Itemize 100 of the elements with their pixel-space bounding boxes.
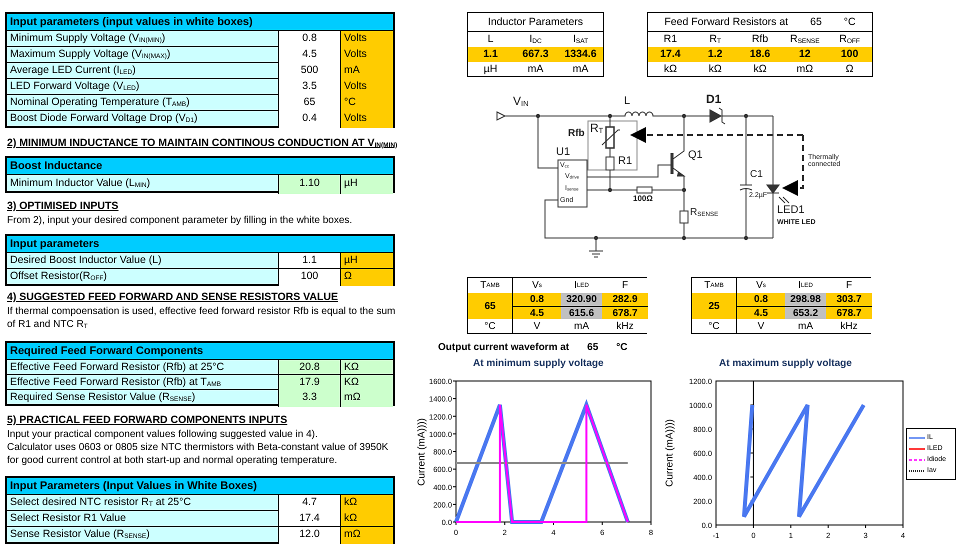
chart-heading: Output current waveform at xyxy=(438,342,570,353)
input-value: 1.1 xyxy=(278,253,341,268)
unit-label: KΩ xyxy=(341,360,393,374)
chart-title: At minimum supply voltage xyxy=(473,358,604,369)
result-value: 0.8 xyxy=(513,293,561,306)
unit-label: kΩ xyxy=(662,62,678,76)
unit-label: kΩ xyxy=(708,62,723,76)
section-heading: 4) SUGGESTED FEED FORWARD AND SENSE RESISTORS VALUE xyxy=(7,291,338,303)
result-value: 653.2 xyxy=(785,306,826,319)
parameter-label: Select Resistor R1 Value xyxy=(9,511,127,526)
result-value: 303.7 xyxy=(826,293,872,306)
parameter-label: Nominal Operating Temperature (T$_{AMB}$) xyxy=(9,95,191,110)
column-header: I$_{DC}$ xyxy=(528,32,543,47)
unit-label: °C xyxy=(341,95,393,112)
component-label: Rfb xyxy=(568,129,585,139)
parameter-label: Effective Feed Forward Resistor (Rfb) at 25°C xyxy=(9,360,226,374)
table-header: Input parameters xyxy=(7,236,393,253)
temperature-value: 65 xyxy=(587,342,598,353)
input-value: 65 xyxy=(278,95,341,112)
table-title: Feed Forward Resistors at xyxy=(664,15,788,30)
input-value: 17.4 xyxy=(278,511,341,526)
column-header: Rfb xyxy=(750,32,770,47)
table-header: Boost Inductance xyxy=(7,158,393,175)
result-value: 0.8 xyxy=(737,293,785,306)
input-value: 3.5 xyxy=(278,79,341,96)
column-header: R1 xyxy=(662,32,678,47)
section-heading: 3) OPTIMISED INPUTS xyxy=(7,200,118,212)
column-header: R$_{OFF}$ xyxy=(838,32,861,47)
parameter-label: Minimum Inductor Value (L$_{MIN}$) xyxy=(9,176,152,191)
paragraph: If thermal compoensation is used, effective feed forward resistor Rfb is equal to the sum of R1 and NTC R$_{T}$ xyxy=(7,305,396,332)
input-value: 12.0 xyxy=(278,527,341,544)
result-value: 1.1 xyxy=(482,47,499,62)
parameter-label: Minimum Supply Voltage (V$_{IN(MIN)}$) xyxy=(9,31,166,46)
parameter-label: Required Sense Resistor Value (R$_{SENSE}$) xyxy=(9,390,196,405)
table-header: Input Parameters (Input Values in White Boxes) xyxy=(7,478,393,495)
unit-label: µH xyxy=(482,62,498,76)
result-value: 320.90 xyxy=(561,293,602,306)
result-value: 667.3 xyxy=(521,47,550,62)
input-value: 4.7 xyxy=(278,495,341,512)
unit-label: Volts xyxy=(341,31,393,48)
unit-label: Volts xyxy=(341,111,393,128)
result-value: 4.5 xyxy=(513,306,561,319)
component-label: L xyxy=(624,96,630,107)
section-heading: 2) MINIMUM INDUCTANCE TO MAINTAIN CONTINOUS CONDUCTION AT V$_{IN(MIN)}$ xyxy=(7,137,398,149)
parameter-label: LED Forward Voltage (V$_{LED}$) xyxy=(9,79,140,94)
result-value: 12 xyxy=(798,47,812,62)
unit-label: mΩ xyxy=(795,62,814,76)
result-value: 1334.6 xyxy=(563,47,598,62)
parameter-label: Average LED Current (I$_{LED}$) xyxy=(9,63,137,78)
result-value: 65 xyxy=(468,293,513,319)
component-label: R$_{T}$ xyxy=(590,122,604,135)
component-label: 100Ω xyxy=(633,195,653,203)
parameter-label: Boost Diode Forward Voltage Drop (V$_{D1}$) xyxy=(9,111,198,126)
input-value: 100 xyxy=(278,269,341,286)
calculated-value: 20.8 xyxy=(278,360,341,374)
result-value: 298.98 xyxy=(785,293,826,306)
column-header: R$_{SENSE}$ xyxy=(788,32,821,47)
table-title: °C xyxy=(844,15,856,30)
column-header: I$_{SAT}$ xyxy=(572,32,590,47)
paragraph: From 2), input your desired component parameter by filling in the white boxes. xyxy=(7,214,354,227)
column-header: R$_{T}$ xyxy=(708,32,722,47)
result-value: 282.9 xyxy=(602,293,648,306)
column-header: L xyxy=(486,32,494,47)
result-value: 615.6 xyxy=(561,306,602,319)
component-label: R$_{SENSE}$ xyxy=(690,208,718,218)
result-value: 18.6 xyxy=(748,47,772,62)
component-label: R1 xyxy=(618,156,632,167)
section-heading: 5) PRACTICAL FEED FORWARD COMPONENTS INPUTS xyxy=(7,414,288,426)
parameter-label: Offset Resistor(R$_{OFF}$) xyxy=(9,269,108,284)
input-value: 4.5 xyxy=(278,47,341,64)
unit-label: °C xyxy=(616,342,628,353)
result-value: 678.7 xyxy=(602,306,648,319)
unit-label: mA xyxy=(572,62,590,76)
unit-label: kΩ xyxy=(341,495,393,512)
component-label: LED1 xyxy=(777,205,805,216)
parameter-label: Effective Feed Forward Resistor (Rfb) at T$_{AMB}$ xyxy=(9,375,222,390)
component-label: U1 xyxy=(556,147,570,158)
component-label: Q1 xyxy=(688,150,703,161)
unit-label: Ω xyxy=(341,269,393,286)
chart-title: At maximum supply voltage xyxy=(719,358,852,369)
unit-label: kΩ xyxy=(341,511,393,526)
result-value: 678.7 xyxy=(826,306,872,319)
result-value: 1.2 xyxy=(706,47,724,62)
calculated-value: 1.10 xyxy=(278,175,341,194)
component-label: D1 xyxy=(706,93,722,105)
paragraph: Calculator uses 0603 or 0805 size NTC thermistors with Beta-constant value of 3950K for good current control at both start-up and normal operating temperature. xyxy=(7,441,390,467)
unit-label: mΩ xyxy=(341,527,393,544)
input-value: 0.8 xyxy=(278,31,341,48)
result-value: 100 xyxy=(840,47,860,62)
unit-label: Volts xyxy=(341,79,393,96)
unit-label: Volts xyxy=(341,47,393,64)
parameter-label: Sense Resistor Value (R$_{SENSE}$) xyxy=(9,527,151,542)
input-value: 0.4 xyxy=(278,111,341,128)
component-label: V$_{IN}$ xyxy=(513,95,528,108)
unit-label: mA xyxy=(526,62,544,76)
unit-label: µH xyxy=(341,175,393,194)
result-value: 25 xyxy=(692,293,737,319)
parameter-label: Maximum Supply Voltage (V$_{IN(MAX)}$) xyxy=(9,47,172,62)
unit-label: mΩ xyxy=(341,390,393,407)
paragraph: Input your practical component values following suggested value in 4). xyxy=(7,428,319,441)
